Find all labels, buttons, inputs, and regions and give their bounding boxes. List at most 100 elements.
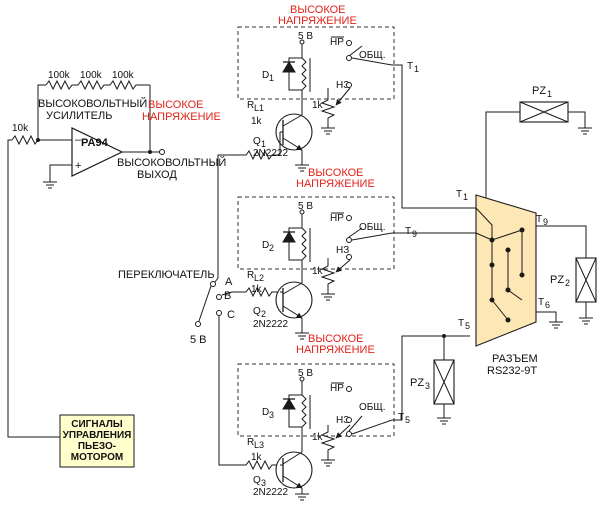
ch3-output-wire xyxy=(392,335,470,421)
control-box-line2: УПРАВЛЕНИЯ xyxy=(63,430,132,441)
ch3-transistor-part: 2N2222 xyxy=(253,487,288,498)
pz1-cross-b xyxy=(519,101,569,123)
selector-switch: ПЕРЕКЛЮЧАТЕЛЬ A B C 5 В xyxy=(118,154,235,466)
ch2-no: НЗ xyxy=(336,245,349,256)
ch3-pot xyxy=(320,425,336,460)
feedback-resistor-2-label: 100k xyxy=(80,70,103,81)
switch-c-label: C xyxy=(227,309,235,321)
ch2-relay-box xyxy=(237,196,395,270)
ch1-t-main: T xyxy=(407,61,413,72)
ch1-diode-sub: 1 xyxy=(269,73,274,83)
control-box-line4: МОТОРОМ xyxy=(71,452,123,463)
channel-3: ВЫСОКОЕ НАПРЯЖЕНИЕ 5 В D 3 НР ОБЩ. НЗ T … xyxy=(230,333,470,501)
opamp-triangle xyxy=(71,127,124,177)
opamp-part: PA94 xyxy=(81,137,109,149)
connector-label-line2: RS232-9T xyxy=(487,365,537,377)
ch1-pot-wiper xyxy=(335,87,351,106)
feedback-wire-left xyxy=(37,84,46,140)
ch3-no: НЗ xyxy=(336,415,349,426)
ch1-rl-sub: L1 xyxy=(254,103,264,113)
ch3-com-contact xyxy=(346,431,352,437)
ch1-emitter xyxy=(282,137,303,151)
pin-t1-sub: 1 xyxy=(463,192,468,202)
pin-dot xyxy=(505,287,511,293)
t9-wire xyxy=(536,225,587,258)
pz2-cross-b xyxy=(575,257,597,303)
ch1-diode-main: D xyxy=(262,70,269,81)
switch-contact-b xyxy=(216,294,222,300)
switch-contact-c xyxy=(216,310,222,316)
ch3-supply: 5 В xyxy=(298,368,313,379)
pin-t1-main: T xyxy=(456,189,462,200)
pin-dot xyxy=(489,262,495,268)
pz3-ground xyxy=(437,417,451,425)
ch2-hv-line1: ВЫСОКОЕ xyxy=(308,167,364,179)
ch3-hv-line2: НАПРЯЖЕНИЕ xyxy=(296,344,375,356)
ch2-diode xyxy=(282,231,296,243)
ch1-no-contact xyxy=(346,82,352,88)
ch1-pot-ground xyxy=(321,127,335,135)
ch1-com: ОБЩ. xyxy=(359,50,386,61)
ch3-q-sub: 3 xyxy=(261,478,266,488)
ch3-res-value: 1k xyxy=(251,452,263,463)
ch2-coil xyxy=(301,227,307,261)
ch1-coil xyxy=(301,57,307,91)
ch1-relay-box xyxy=(237,26,395,100)
ch2-pot-wiper xyxy=(335,259,351,273)
ch1-switch-arm xyxy=(348,45,363,57)
ch1-transistor-part: 2N2222 xyxy=(253,148,288,159)
connector-label-line1: РАЗЪЕМ xyxy=(492,353,538,365)
channel-2: ВЫСОКОЕ НАПРЯЖЕНИЕ 5 В D 2 НР ОБЩ. НЗ T … xyxy=(232,167,476,340)
opamp-plus-lead xyxy=(49,164,72,182)
t6-wire xyxy=(536,311,557,322)
pin-t6-sub: 6 xyxy=(545,300,550,310)
ch2-com-contact xyxy=(346,237,352,243)
switch-common xyxy=(195,321,201,327)
feedback-resistor-3-label: 100k xyxy=(112,70,135,81)
ch1-supply: 5 В xyxy=(298,31,313,42)
ch3-diode-main: D xyxy=(262,407,269,418)
control-box-frame xyxy=(59,414,135,468)
ch1-rl-main: R xyxy=(247,100,254,111)
piezo-pz3: PZ 3 xyxy=(410,334,455,425)
pin-dot xyxy=(519,272,525,278)
ch3-no-contact xyxy=(346,417,352,423)
ch1-emitter-ground xyxy=(295,164,309,172)
channel-1: ВЫСОКОЕ НАПРЯЖЕНИЕ 5 В D 1 НР ОБЩ. НЗ T … xyxy=(230,4,470,209)
ch1-output-wire xyxy=(392,64,470,209)
ch3-supply-terminal xyxy=(299,376,305,382)
pin-t6-main: T xyxy=(538,297,544,308)
amp-hv-label-line2: НАПРЯЖЕНИЕ xyxy=(142,111,221,123)
ch1-q-main: Q xyxy=(253,136,261,147)
opamp-minus: – xyxy=(75,134,82,146)
ch3-switch-arm xyxy=(348,415,363,432)
ch2-com: ОБЩ. xyxy=(359,222,386,233)
pz3-sub: 3 xyxy=(425,381,430,391)
ch1-hv-line2: НАПРЯЖЕНИЕ xyxy=(278,15,357,27)
ch3-relay-box xyxy=(237,363,395,437)
ch1-com-wire xyxy=(351,57,393,66)
pz2-main: PZ xyxy=(550,274,564,286)
ch3-nc: НР xyxy=(330,383,344,394)
ch2-emitter xyxy=(282,305,303,319)
ch2-rl-main: R xyxy=(247,270,254,281)
ch1-pot-value: 1k xyxy=(312,100,324,111)
pz1-ground xyxy=(578,127,592,135)
ch3-coil xyxy=(301,394,307,428)
ch1-q-sub: 1 xyxy=(261,139,266,149)
control-signal-wire xyxy=(7,139,60,438)
ch2-no-contact xyxy=(346,254,352,260)
pz1-main: PZ xyxy=(532,85,546,97)
ch3-transistor-body xyxy=(275,451,313,489)
pz3-cross-b xyxy=(433,359,455,405)
ch3-hv-line1: ВЫСОКОЕ xyxy=(308,333,364,345)
feedback-resistors xyxy=(45,79,150,91)
ch3-com: ОБЩ. xyxy=(359,402,386,413)
control-box-line1: СИГНАЛЫ xyxy=(71,419,123,430)
rs232-connector: T 1 T 9 T 6 T 5 РАЗЪЕМ RS232-9T xyxy=(456,111,587,377)
amplifier-section: 10k 100k 100k 100k ВЫСОКОВОЛЬТНЫЙ УСИЛИТ… xyxy=(7,70,226,438)
opamp-plus: + xyxy=(75,160,81,172)
ch1-nc: НР xyxy=(330,37,344,48)
pz2-ground xyxy=(579,317,593,325)
